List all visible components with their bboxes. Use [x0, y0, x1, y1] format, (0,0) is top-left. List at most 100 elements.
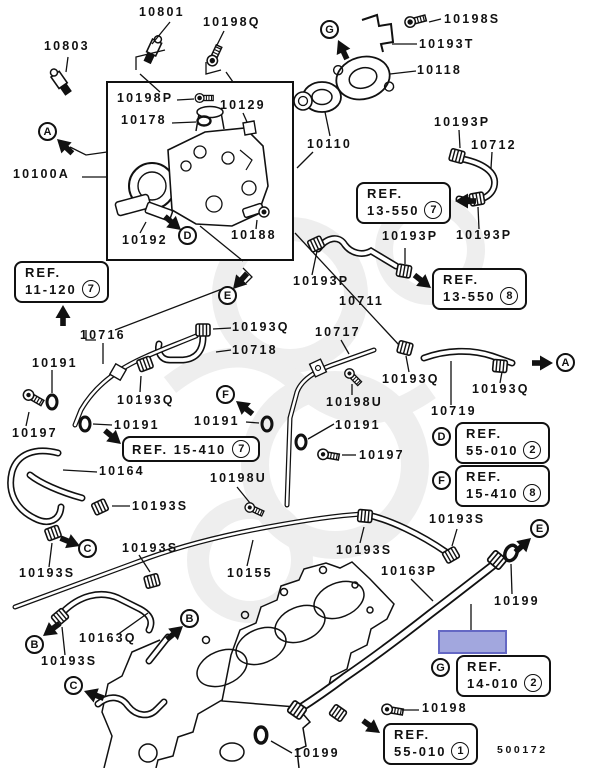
ref-title: REF.: [466, 469, 503, 484]
part-label-10193Q: 10193Q: [117, 393, 175, 407]
circled-number: 7: [232, 440, 251, 458]
view-marker-b: B: [180, 609, 199, 628]
ref-title: REF.: [394, 727, 431, 742]
hoses: [7, 154, 516, 719]
part-label-10155: 10155: [227, 566, 273, 580]
part-label-10193T: 10193T: [419, 37, 475, 51]
part-label-10193P: 10193P: [293, 274, 350, 288]
ref-title: REF.: [367, 186, 404, 201]
ref-title: REF.: [466, 426, 503, 441]
part-label-10199: 10199: [494, 594, 540, 608]
ref-box-13-550-7[interactable]: REF. 13-550 7: [356, 182, 452, 224]
part-label-10191: 10191: [335, 418, 381, 432]
selected-part-highlight[interactable]: [438, 630, 507, 654]
ref-code: 14-010: [467, 675, 520, 691]
part-label-10198S: 10198S: [444, 12, 501, 26]
part-label-10191: 10191: [114, 418, 160, 432]
part-label-10197: 10197: [12, 426, 58, 440]
part-label-10198U: 10198U: [210, 471, 267, 485]
engine-block-drawing: [101, 561, 395, 768]
part-label-10129: 10129: [220, 98, 266, 112]
pipes: [12, 333, 377, 610]
part-label-10197: 10197: [359, 448, 405, 462]
ref-title: REF.: [443, 272, 480, 287]
part-label-10118: 10118: [417, 63, 463, 77]
view-marker-a: A: [38, 122, 57, 141]
view-marker-a: A: [556, 353, 575, 372]
leader-lines: [25, 18, 513, 754]
ref-box-11-120[interactable]: REF. 11-120 7: [14, 261, 109, 303]
view-marker-d: D: [432, 427, 451, 446]
view-marker-g: G: [431, 658, 450, 677]
part-label-10716: 10716: [80, 328, 126, 342]
diagram-number: 500172: [497, 744, 548, 756]
part-label-10193S: 10193S: [132, 499, 189, 513]
part-label-10193S: 10193S: [41, 654, 98, 668]
part-label-10193P: 10193P: [434, 115, 491, 129]
ref-text: REF. 15-410: [132, 441, 227, 457]
ref-code: 11-120: [25, 281, 77, 297]
part-label-10193S: 10193S: [429, 512, 486, 526]
circled-number: 7: [81, 280, 100, 298]
view-marker-f: F: [216, 385, 235, 404]
view-marker-c: C: [78, 539, 97, 558]
part-label-10163Q: 10163Q: [79, 631, 137, 645]
circled-number: 8: [500, 287, 519, 305]
part-label-10193Q: 10193Q: [382, 372, 440, 386]
part-label-10100A: 10100A: [13, 167, 70, 181]
part-label-10193S: 10193S: [122, 541, 179, 555]
part-label-10717: 10717: [315, 325, 361, 339]
part-label-10193S: 10193S: [19, 566, 76, 580]
view-marker-d: D: [178, 226, 197, 245]
circled-number: 8: [523, 484, 542, 502]
ref-box-55-010-2[interactable]: REF. 55-010 2: [455, 422, 551, 464]
part-label-10188: 10188: [231, 228, 277, 242]
view-marker-e: E: [530, 519, 549, 538]
ref-code: 13-550: [443, 288, 496, 304]
ref-code: 13-550: [367, 202, 420, 218]
view-marker-e: E: [218, 286, 237, 305]
part-label-10193P: 10193P: [382, 229, 439, 243]
ref-box-15-410-7[interactable]: REF. 15-410 7: [122, 436, 261, 462]
part-label-10198P: 10198P: [117, 91, 174, 105]
ref-title: REF.: [25, 265, 62, 280]
part-label-10163P: 10163P: [381, 564, 438, 578]
part-label-10193Q: 10193Q: [232, 320, 290, 334]
part-label-10719: 10719: [431, 404, 477, 418]
ref-box-14-010-2[interactable]: REF. 14-010 2: [456, 655, 552, 697]
circled-number: 7: [424, 201, 443, 219]
view-marker-b: B: [25, 635, 44, 654]
part-label-10711: 10711: [339, 294, 385, 308]
view-marker-c: C: [64, 676, 83, 695]
circled-number: 2: [524, 674, 543, 692]
part-label-10198Q: 10198Q: [203, 15, 261, 29]
part-label-10193P: 10193P: [456, 228, 513, 242]
part-label-10801: 10801: [139, 5, 185, 19]
top-parts: [47, 12, 428, 136]
part-label-10178: 10178: [121, 113, 167, 127]
part-label-10198U: 10198U: [326, 395, 383, 409]
ref-box-13-550-8[interactable]: REF. 13-550 8: [432, 268, 528, 310]
ref-title: REF.: [467, 659, 504, 674]
circled-number: 2: [523, 441, 542, 459]
part-label-10803: 10803: [44, 39, 90, 53]
part-label-10193Q: 10193Q: [472, 382, 530, 396]
ref-box-55-010-1[interactable]: REF. 55-010 1: [383, 723, 479, 765]
part-label-10191: 10191: [32, 356, 78, 370]
thermostat-case-box: [106, 81, 294, 261]
part-label-10192: 10192: [122, 233, 168, 247]
ref-code: 55-010: [394, 743, 447, 759]
ref-code: 55-010: [466, 442, 519, 458]
view-marker-f: F: [432, 471, 451, 490]
circled-number: 1: [451, 742, 470, 760]
part-label-10164: 10164: [99, 464, 145, 478]
part-label-10110: 10110: [307, 137, 353, 151]
part-label-10712: 10712: [471, 138, 517, 152]
ref-box-15-410-8[interactable]: REF. 15-410 8: [455, 465, 551, 507]
part-label-10191: 10191: [194, 414, 240, 428]
ref-code: 15-410: [466, 485, 519, 501]
part-label-10198: 10198: [422, 701, 468, 715]
part-label-10193S: 10193S: [336, 543, 393, 557]
